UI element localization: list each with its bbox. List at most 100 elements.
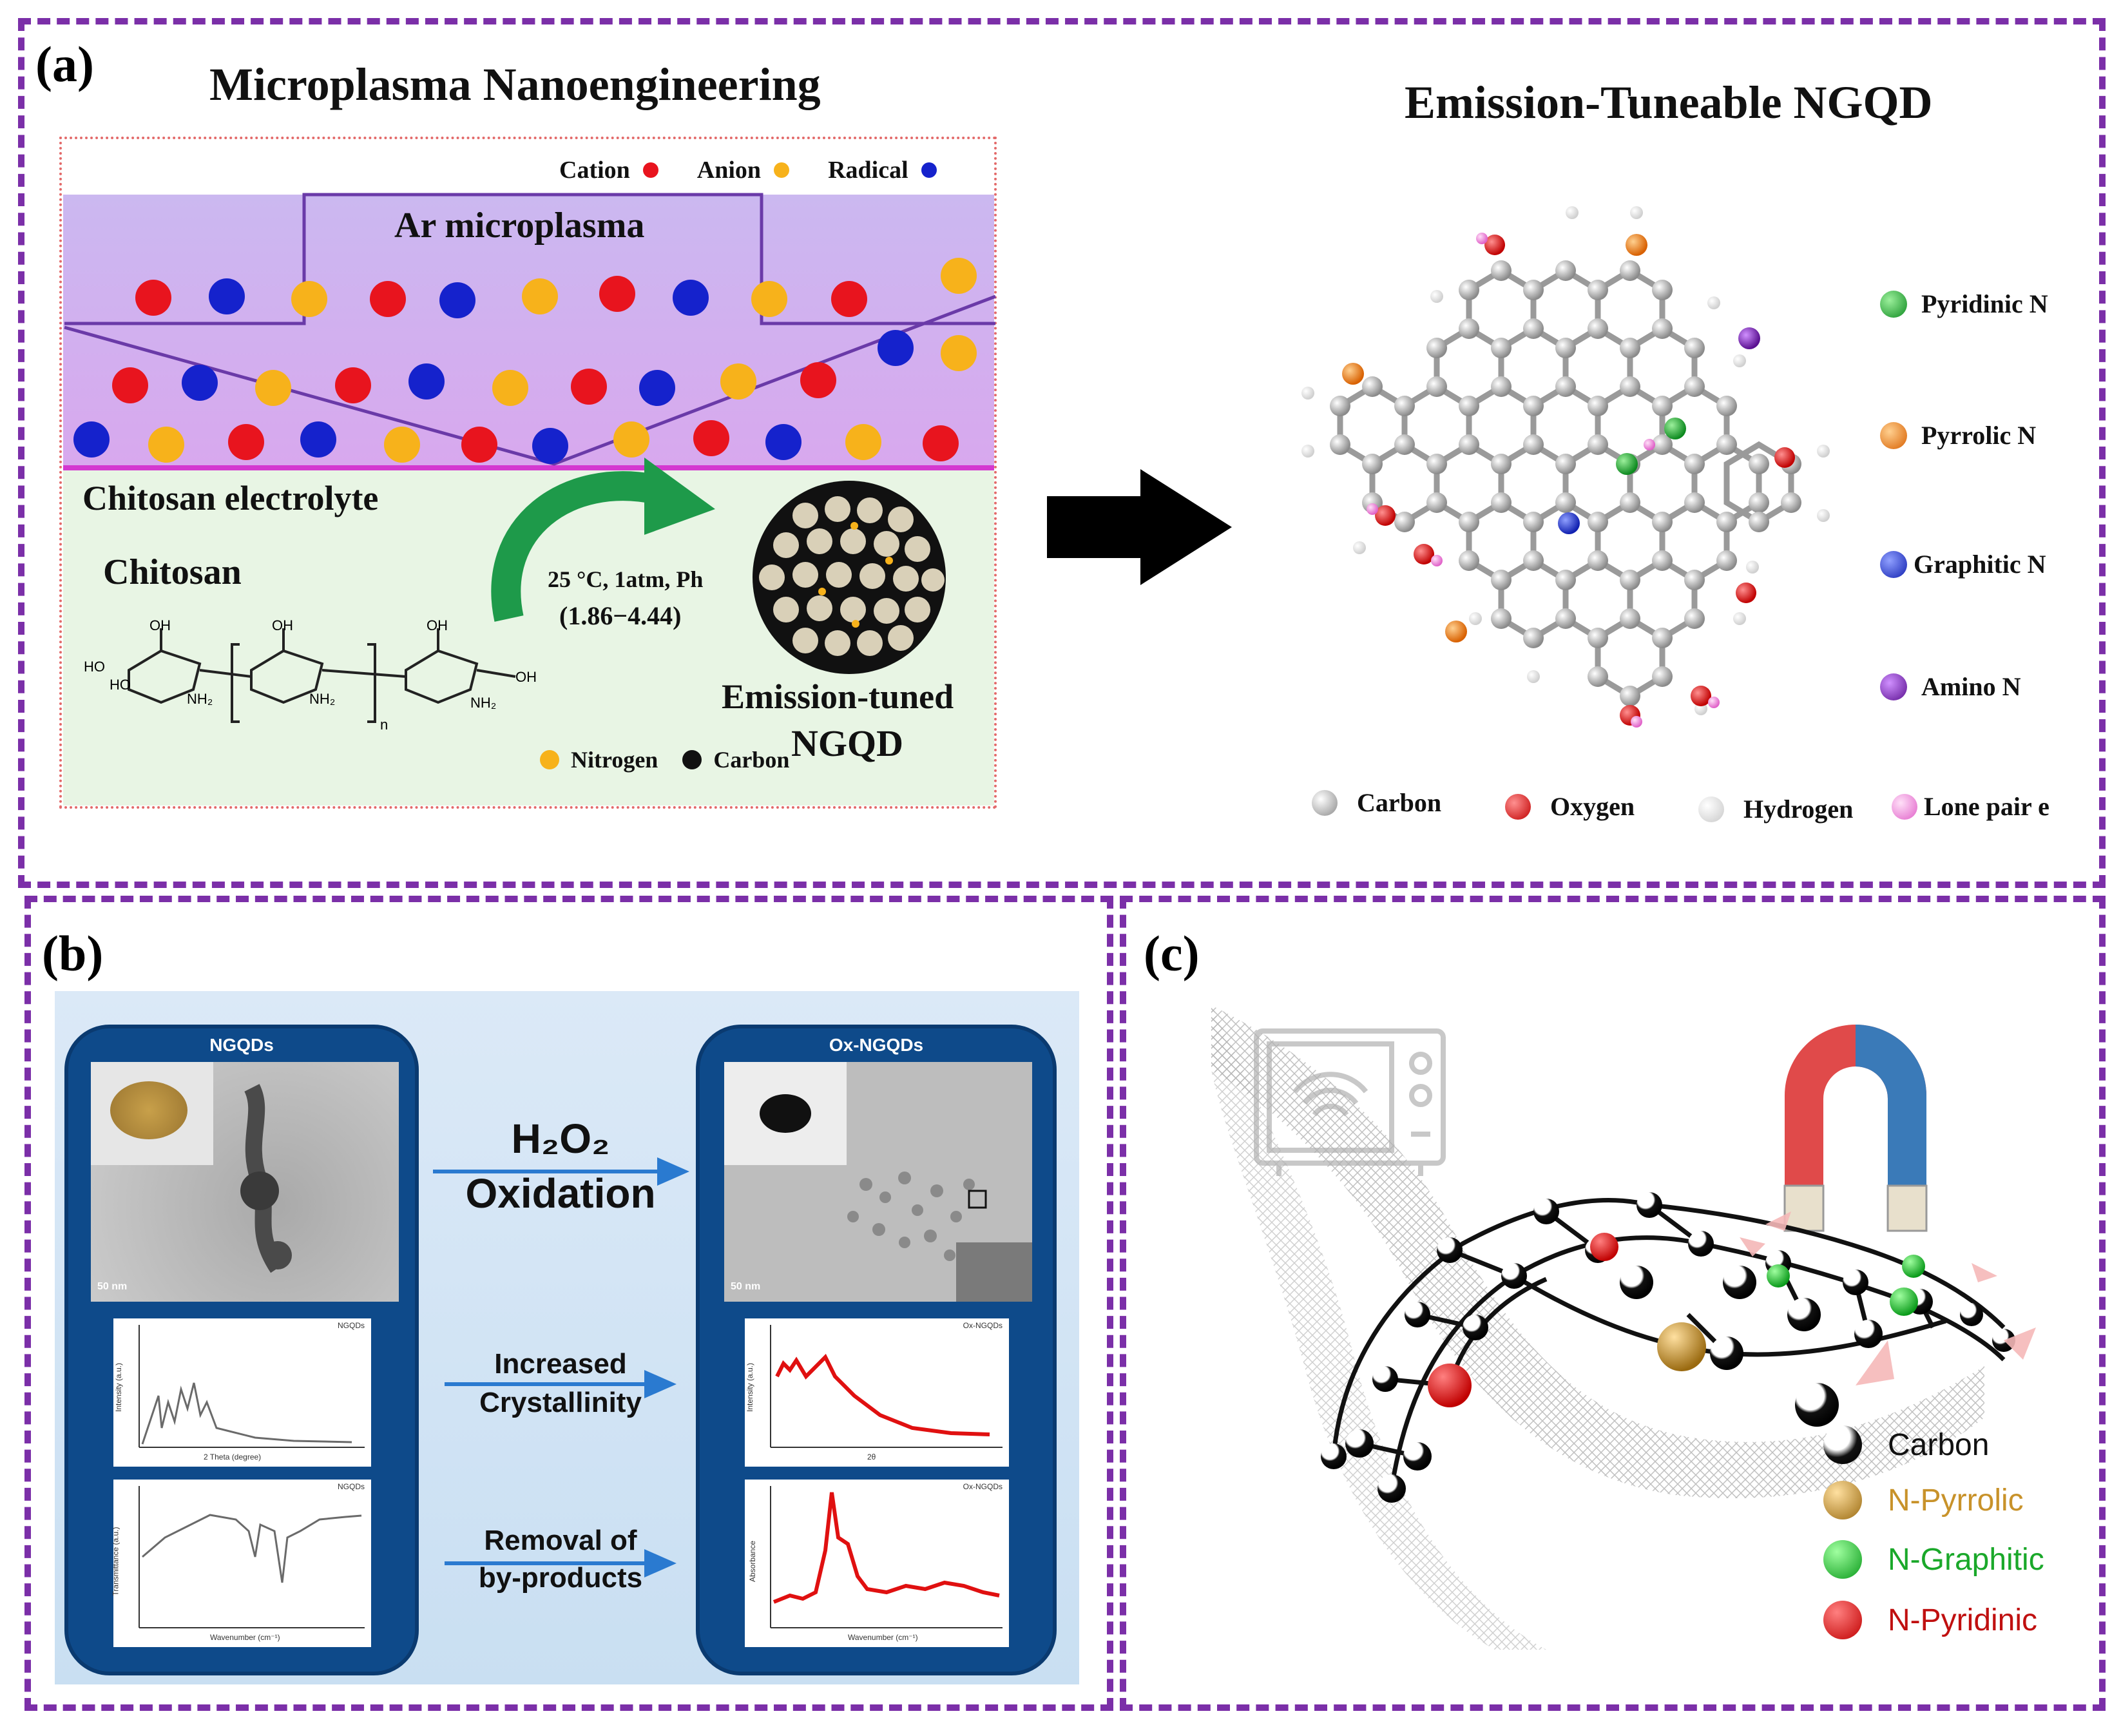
panel-c-legend-pyridinic: N-Pyridinic	[1823, 1601, 2037, 1639]
ngqds-ftir-xlabel: Wavenumber (cm⁻¹)	[210, 1633, 280, 1642]
nitrogen-legend-amino: Amino N	[1880, 671, 2020, 702]
n-graphitic-ball-icon	[1823, 1540, 1862, 1579]
ox-ngqds-abs-legend: Ox-NGQDs	[963, 1482, 1003, 1491]
product-label-line1: Emission-tuned	[722, 677, 954, 716]
removal-step-line1: Removal of	[484, 1525, 637, 1556]
ox-ngqds-tem-image: 50 nm	[724, 1062, 1032, 1302]
condition-line1: 25 °C, 1atm, Ph	[548, 566, 704, 592]
chem-oh-4: OH	[515, 669, 537, 685]
ox-ngqds-xrd-legend: Ox-NGQDs	[963, 1321, 1003, 1330]
carbon-ball-icon	[1823, 1425, 1862, 1464]
legend-anion: Anion	[697, 156, 790, 184]
ngqds-scale-bar: 50 nm	[97, 1281, 128, 1292]
panel-c-legend-carbon: Carbon	[1823, 1425, 1989, 1464]
oxidation-step-line2: Oxidation	[465, 1170, 656, 1217]
chem-nh2-2: NH₂	[309, 691, 336, 707]
ox-ngqds-card-title: Ox-NGQDs	[829, 1035, 924, 1055]
chem-oh-1: OH	[149, 617, 171, 633]
panel-c-legend-graphitic: N-Graphitic	[1823, 1540, 2044, 1579]
pyridinic-n-icon	[1880, 290, 1907, 318]
ox-ngqds-card: Ox-NGQDs 50 nm Ox-NGQDs 2θ Intensity (a.…	[696, 1025, 1057, 1675]
n-pyrrolic-ball-icon	[1823, 1481, 1862, 1519]
ngqds-ftir-legend: NGQDs	[338, 1482, 365, 1491]
crystallinity-step-line2: Crystallinity	[479, 1387, 642, 1418]
ngqds-xrd-legend: NGQDs	[338, 1321, 365, 1330]
element-legend-hydrogen: Hydrogen	[1698, 794, 1853, 824]
small-atom-legend: Nitrogen Carbon	[540, 746, 789, 773]
ngqds-powder-photo	[91, 1062, 213, 1165]
nitrogen-legend-pyridinic: Pyridinic N	[1880, 289, 2048, 319]
oxygen-atom-icon	[1505, 793, 1531, 820]
anion-dot-icon	[774, 162, 790, 178]
panel-a-border	[18, 18, 2106, 888]
row1-species	[135, 258, 977, 318]
ox-ngqds-abs-xlabel: Wavenumber (cm⁻¹)	[848, 1633, 918, 1642]
radical-dot-icon	[921, 162, 937, 178]
ngqds-tem-image: 50 nm	[91, 1062, 399, 1302]
oxidation-step-line1: H₂O₂	[511, 1115, 610, 1162]
ngqds-card-title: NGQDs	[209, 1035, 274, 1055]
panel-a-right-title: Emission-Tuneable NGQD	[1405, 77, 1933, 128]
element-legend-carbon: Carbon	[1312, 787, 1441, 818]
chem-ho-2: HO	[110, 677, 131, 693]
plasma-region	[63, 195, 994, 468]
amino-n-icon	[1880, 673, 1907, 700]
plasma-electrolyte-interface	[63, 465, 994, 470]
nitrogen-legend-graphitic: Graphitic N	[1880, 549, 2046, 579]
hydrogen-atom-icon	[1698, 796, 1724, 822]
row3-species	[73, 420, 959, 464]
chem-n: n	[380, 717, 389, 733]
panel-c-label: (c)	[1144, 925, 1200, 981]
panel-b-label: (b)	[42, 925, 104, 981]
electrolyte-label: Chitosan electrolyte	[82, 479, 379, 517]
condition-line2: (1.86−4.44)	[559, 601, 682, 630]
element-legend-oxygen: Oxygen	[1505, 791, 1635, 822]
panel-a-label: (a)	[35, 36, 94, 92]
panel-c-legend-pyrrolic: N-Pyrrolic	[1823, 1481, 2024, 1519]
chem-oh-2: OH	[272, 617, 293, 633]
ngqds-xrd-plot: NGQDs 2 Theta (degree) Intensity (a.u.)	[113, 1318, 371, 1467]
crystallinity-step-line1: Increased	[494, 1348, 627, 1380]
carbon-dot-icon	[682, 750, 702, 769]
carbon-atom-icon	[1312, 789, 1338, 816]
species-legend: Cation Anion Radical	[559, 156, 937, 184]
chem-nh2-1: NH₂	[187, 691, 213, 707]
ox-ngqds-particles	[847, 1172, 1032, 1302]
chem-ho-1: HO	[84, 659, 105, 675]
n-pyridinic-ball-icon	[1823, 1601, 1862, 1639]
chem-nh2-3: NH₂	[470, 695, 497, 711]
nitrogen-dot-icon	[540, 750, 559, 769]
ngqds-aggregates	[240, 1084, 292, 1273]
ox-ngqds-absorbance-plot: Ox-NGQDs Wavenumber (cm⁻¹) Absorbance	[745, 1480, 1009, 1647]
plasma-label: Ar microplasma	[394, 206, 645, 246]
ngqds-card: NGQDs 50 nm NGQDs 2 Theta (degree) Inten…	[64, 1025, 419, 1675]
removal-step-line2: by-products	[478, 1562, 643, 1594]
legend-radical: Radical	[828, 156, 937, 184]
cation-dot-icon	[642, 162, 658, 178]
chem-oh-3: OH	[427, 617, 448, 633]
element-legend-lonepair: Lone pair e	[1892, 791, 2049, 822]
row2-species	[112, 330, 977, 406]
lone-pair-icon	[1892, 793, 1917, 820]
product-label-line2: NGQD	[791, 722, 903, 764]
chitosan-label: Chitosan	[103, 552, 242, 592]
ngqds-ftir-plot: NGQDs Wavenumber (cm⁻¹) Transmittance (a…	[111, 1480, 371, 1647]
nitrogen-legend-pyrrolic: Pyrrolic N	[1880, 420, 2036, 450]
graphitic-n-icon	[1880, 550, 1907, 578]
ox-ngqds-xrd-xlabel: 2θ	[867, 1452, 876, 1461]
panel-b-border	[24, 896, 1113, 1711]
pyrrolic-n-icon	[1880, 421, 1907, 449]
ox-ngqds-scale-bar: 50 nm	[731, 1281, 761, 1292]
panel-a-left-title: Microplasma Nanoengineering	[209, 59, 821, 110]
